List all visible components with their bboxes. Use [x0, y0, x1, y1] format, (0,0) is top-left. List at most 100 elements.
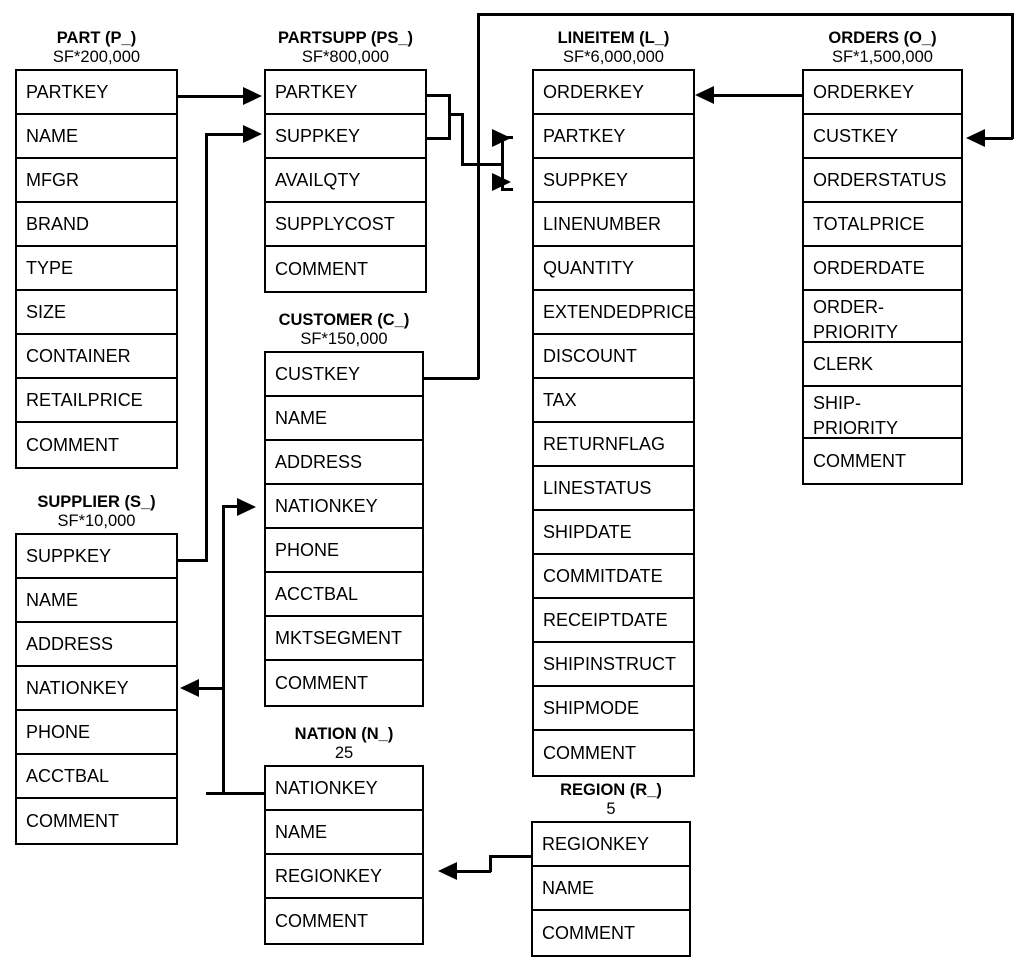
- field-supplier-suppkey[interactable]: SUPPKEY: [17, 535, 176, 579]
- field-lineitem-suppkey[interactable]: SUPPKEY: [534, 159, 693, 203]
- field-region-comment[interactable]: COMMENT: [533, 911, 689, 955]
- field-customer-nationkey[interactable]: NATIONKEY: [266, 485, 422, 529]
- field-nation-regionkey[interactable]: REGIONKEY: [266, 855, 422, 899]
- field-lineitem-linestatus[interactable]: LINESTATUS: [534, 467, 693, 511]
- entity-supplier-cardinality: SF*10,000: [57, 512, 136, 530]
- field-supplier-nationkey[interactable]: NATIONKEY: [17, 667, 176, 711]
- field-orders-comment[interactable]: COMMENT: [804, 439, 961, 483]
- field-partsupp-comment[interactable]: COMMENT: [266, 247, 425, 291]
- field-orders-order-priority[interactable]: ORDER-PRIORITY: [804, 291, 961, 343]
- field-customer-acctbal[interactable]: ACCTBAL: [266, 573, 422, 617]
- field-part-type[interactable]: TYPE: [17, 247, 176, 291]
- field-supplier-acctbal[interactable]: ACCTBAL: [17, 755, 176, 799]
- field-customer-address[interactable]: ADDRESS: [266, 441, 422, 485]
- field-orders-orderdate[interactable]: ORDERDATE: [804, 247, 961, 291]
- field-part-container[interactable]: CONTAINER: [17, 335, 176, 379]
- field-part-brand[interactable]: BRAND: [17, 203, 176, 247]
- field-lineitem-shipinstruct[interactable]: SHIPINSTRUCT: [534, 643, 693, 687]
- field-region-name[interactable]: NAME: [533, 867, 689, 911]
- field-supplier-phone[interactable]: PHONE: [17, 711, 176, 755]
- connector-partsupp-merge-riser: [461, 113, 464, 165]
- field-lineitem-commitdate[interactable]: COMMITDATE: [534, 555, 693, 599]
- entity-supplier-title: SUPPLIER (S_): [37, 493, 156, 511]
- arrowhead-lineitem-suppkey: [492, 173, 511, 191]
- field-partsupp-partkey[interactable]: PARTKEY: [266, 71, 425, 115]
- entity-lineitem-title: LINEITEM (L_): [557, 29, 670, 47]
- arrowhead-lineitem-orderkey: [695, 86, 714, 104]
- connector-customer-orders-riser: [477, 13, 480, 379]
- field-lineitem-discount[interactable]: DISCOUNT: [534, 335, 693, 379]
- field-customer-phone[interactable]: PHONE: [266, 529, 422, 573]
- connector-nation-supplier-arm: [199, 687, 224, 690]
- field-customer-mktsegment[interactable]: MKTSEGMENT: [266, 617, 422, 661]
- entity-partsupp-title: PARTSUPP (PS_): [277, 29, 414, 47]
- field-customer-comment[interactable]: COMMENT: [266, 661, 422, 705]
- entity-orders-cardinality: SF*1,500,000: [832, 48, 933, 66]
- connector-partsupp-suppkey-riser: [448, 113, 451, 139]
- field-lineitem-extendedprice[interactable]: EXTENDEDPRICE: [534, 291, 696, 335]
- field-lineitem-shipdate[interactable]: SHIPDATE: [534, 511, 693, 555]
- field-nation-comment[interactable]: COMMENT: [266, 899, 422, 943]
- field-partsupp-supplycost[interactable]: SUPPLYCOST: [266, 203, 425, 247]
- field-part-name[interactable]: NAME: [17, 115, 176, 159]
- field-orders-ship-priority[interactable]: SHIP-PRIORITY: [804, 387, 961, 439]
- entity-customer-cardinality: SF*150,000: [300, 330, 388, 348]
- arrowhead-supplier-nationkey: [180, 679, 199, 697]
- connector-partsupp-partkey-stub: [427, 94, 451, 97]
- field-lineitem-tax[interactable]: TAX: [534, 379, 693, 423]
- field-customer-custkey[interactable]: CUSTKEY: [266, 353, 422, 397]
- field-part-partkey[interactable]: PARTKEY: [17, 71, 176, 115]
- field-orders-orderstatus[interactable]: ORDERSTATUS: [804, 159, 961, 203]
- arrowhead-partsupp-suppkey: [243, 125, 262, 143]
- field-orders-orderkey[interactable]: ORDERKEY: [804, 71, 961, 115]
- field-supplier-comment[interactable]: COMMENT: [17, 799, 176, 843]
- field-lineitem-shipmode[interactable]: SHIPMODE: [534, 687, 693, 731]
- connector-customer-custkey-stub: [424, 377, 479, 380]
- field-lineitem-quantity[interactable]: QUANTITY: [534, 247, 693, 291]
- arrowhead-lineitem-partkey: [492, 129, 511, 147]
- field-part-retailprice[interactable]: RETAILPRICE: [17, 379, 176, 423]
- field-partsupp-availqty[interactable]: AVAILQTY: [266, 159, 425, 203]
- connector-customer-orders-descender: [1011, 13, 1014, 139]
- connector-region-nation: [457, 870, 491, 873]
- field-supplier-name[interactable]: NAME: [17, 579, 176, 623]
- entity-lineitem-cardinality: SF*6,000,000: [563, 48, 664, 66]
- field-supplier-address[interactable]: ADDRESS: [17, 623, 176, 667]
- field-region-regionkey[interactable]: REGIONKEY: [533, 823, 689, 867]
- connector-region-regionkey-stub: [489, 855, 533, 858]
- arrowhead-customer-nationkey: [237, 498, 256, 516]
- field-part-comment[interactable]: COMMENT: [17, 423, 176, 467]
- field-lineitem-orderkey[interactable]: ORDERKEY: [534, 71, 693, 115]
- field-lineitem-receiptdate[interactable]: RECEIPTDATE: [534, 599, 693, 643]
- field-lineitem-comment[interactable]: COMMENT: [534, 731, 693, 775]
- field-orders-custkey[interactable]: CUSTKEY: [804, 115, 961, 159]
- field-nation-nationkey[interactable]: NATIONKEY: [266, 767, 422, 811]
- field-customer-name[interactable]: NAME: [266, 397, 422, 441]
- field-lineitem-linenumber[interactable]: LINENUMBER: [534, 203, 693, 247]
- arrowhead-partsupp-partkey: [243, 87, 262, 105]
- entity-region-title: REGION (R_): [560, 781, 662, 799]
- field-part-mfgr[interactable]: MFGR: [17, 159, 176, 203]
- entity-nation-cardinality: 25: [334, 744, 354, 762]
- field-part-size[interactable]: SIZE: [17, 291, 176, 335]
- field-nation-name[interactable]: NAME: [266, 811, 422, 855]
- field-orders-totalprice[interactable]: TOTALPRICE: [804, 203, 961, 247]
- field-lineitem-returnflag[interactable]: RETURNFLAG: [534, 423, 693, 467]
- field-lineitem-partkey[interactable]: PARTKEY: [534, 115, 693, 159]
- field-partsupp-suppkey[interactable]: SUPPKEY: [266, 115, 425, 159]
- field-orders-clerk[interactable]: CLERK: [804, 343, 961, 387]
